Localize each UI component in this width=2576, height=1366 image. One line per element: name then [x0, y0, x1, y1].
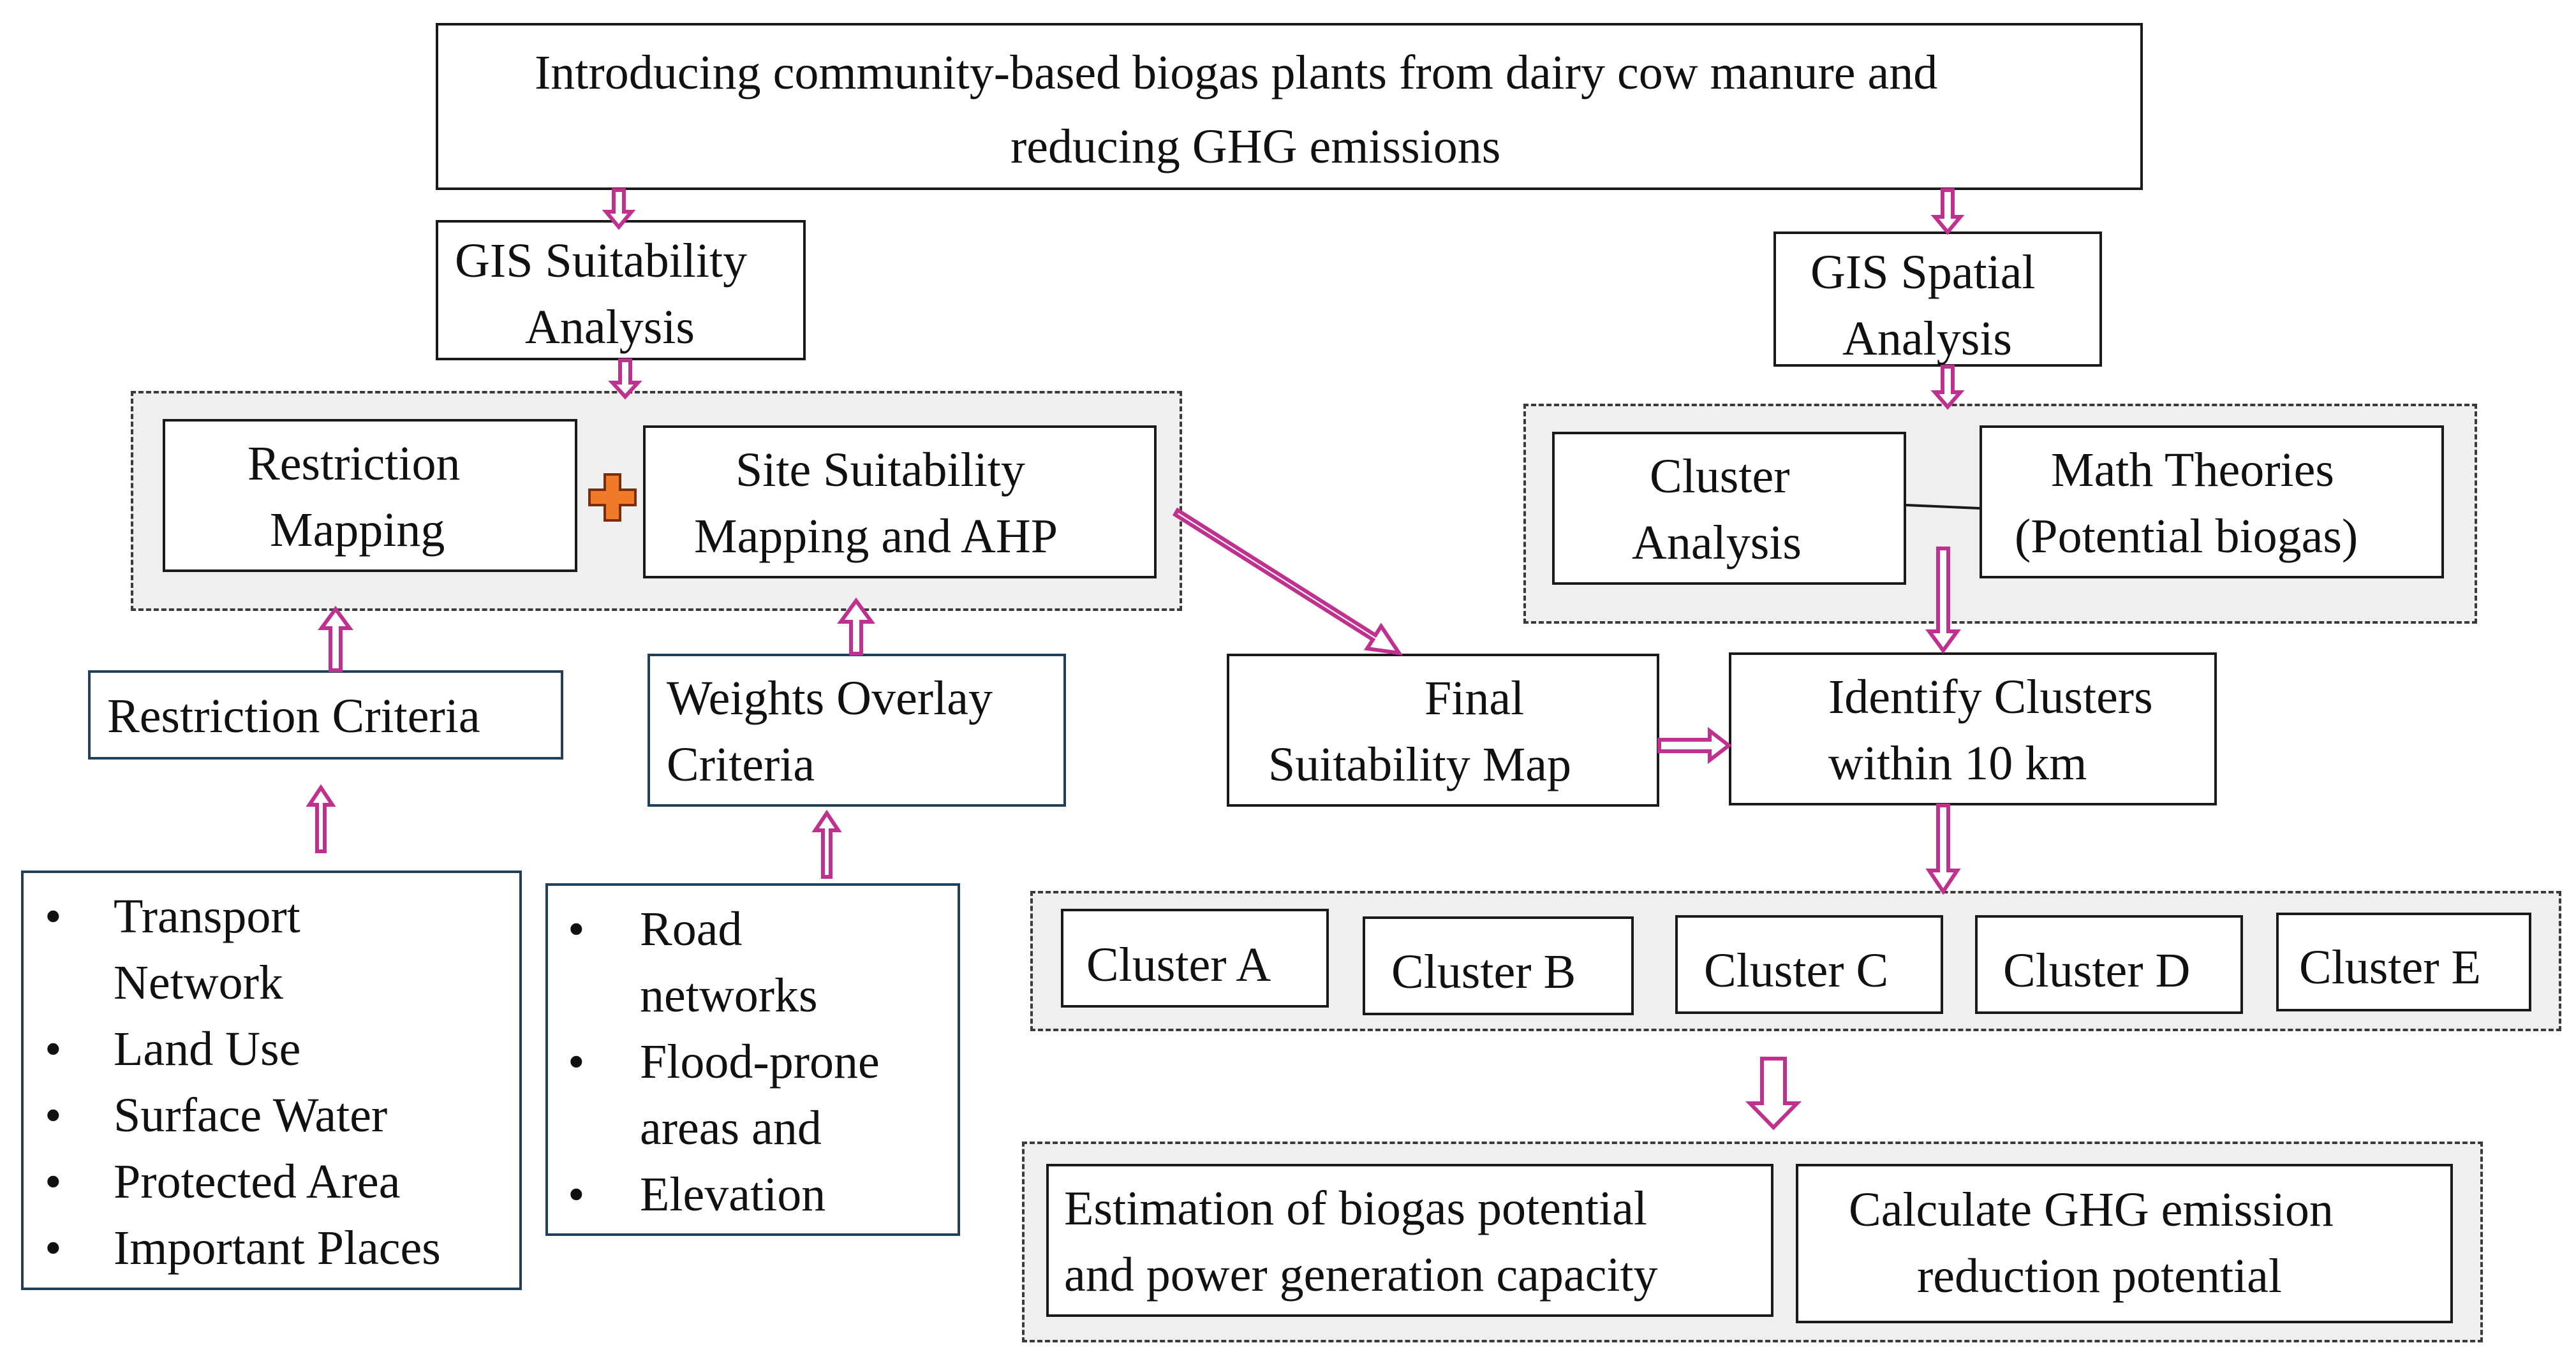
- bullet: •: [45, 1089, 62, 1142]
- arrow-title-to-suitability: [602, 188, 636, 230]
- weights-item-3: Elevation: [640, 1168, 826, 1221]
- identify-clusters-line-2: within 10 km: [1828, 737, 2087, 790]
- gis-spatial-line-2: Analysis: [1842, 312, 2012, 365]
- estimation-box: [1046, 1164, 1773, 1317]
- cluster-d-box: [1975, 915, 2243, 1014]
- site-suitability-line-2: Mapping and AHP: [694, 510, 1058, 563]
- weights-item-1b: networks: [640, 969, 818, 1022]
- title-box: [436, 23, 2143, 190]
- bullet: •: [45, 1022, 62, 1076]
- restriction-item-3: Surface Water: [114, 1089, 388, 1142]
- estimation-line-2: and power generation capacity: [1064, 1248, 1658, 1302]
- cluster-e-label: Cluster E: [2299, 941, 2481, 994]
- site-suitability-line-1: Site Suitability: [736, 443, 1025, 497]
- bullet: •: [45, 1155, 62, 1208]
- math-theories-line-1: Math Theories: [2051, 443, 2334, 497]
- estimation-line-1: Estimation of biogas potential: [1064, 1182, 1647, 1235]
- arrow-site-to-final: [1172, 507, 1403, 656]
- arrow-suitability-to-mapping: [608, 358, 642, 400]
- gis-suitability-line-1: GIS Suitability: [455, 234, 748, 288]
- final-map-line-2: Suitability Map: [1268, 738, 1571, 791]
- arrow-math-to-identify: [1925, 547, 1961, 654]
- final-map-box: [1227, 654, 1659, 807]
- cluster-e-box: [2276, 913, 2531, 1011]
- weights-item-2a: Flood-prone: [640, 1035, 880, 1089]
- bullet: •: [568, 1168, 585, 1221]
- arrow-clusters-to-results: [1745, 1057, 1802, 1131]
- weights-item-1a: Road: [640, 902, 743, 956]
- weights-overlay-line-2: Criteria: [667, 738, 815, 791]
- cluster-c-label: Cluster C: [1704, 944, 1889, 997]
- cluster-c-box: [1675, 915, 1943, 1014]
- title-line-2: reducing GHG emissions: [1010, 120, 1501, 173]
- gis-suitability-box: [436, 220, 806, 360]
- restriction-criteria-label: Restriction Criteria: [107, 689, 480, 743]
- cluster-analysis-line-1: Cluster: [1650, 450, 1790, 503]
- cluster-b-label: Cluster B: [1391, 945, 1576, 999]
- restriction-mapping-box: [163, 419, 577, 572]
- cluster-b-box: [1363, 916, 1634, 1015]
- bullet: •: [45, 1221, 62, 1275]
- plus-icon: [588, 473, 637, 522]
- ghg-line-1: Calculate GHG emission: [1849, 1183, 2334, 1237]
- math-theories-box: [1980, 425, 2444, 578]
- restriction-list-box: [21, 870, 522, 1290]
- weights-item-2b: areas and: [640, 1101, 822, 1155]
- restriction-mapping-line-1: Restriction: [248, 437, 461, 490]
- cluster-analysis-line-2: Analysis: [1632, 516, 1802, 569]
- site-suitability-box: [643, 425, 1157, 578]
- cluster-a-box: [1061, 909, 1329, 1008]
- arrow-identify-to-clusters: [1925, 804, 1961, 895]
- identify-clusters-line-1: Identify Clusters: [1828, 670, 2153, 724]
- cluster-a-label: Cluster A: [1086, 938, 1271, 992]
- arrow-weights-list-up: [811, 809, 842, 879]
- arrow-restriction-criteria-up: [318, 605, 353, 672]
- title-line-1: Introducing community-based biogas plant…: [535, 46, 1938, 99]
- restriction-criteria-box: [88, 670, 563, 760]
- arrow-weights-overlay-up: [837, 597, 875, 656]
- bullet: •: [45, 890, 62, 943]
- restriction-mapping-line-2: Mapping: [270, 503, 445, 557]
- cluster-d-label: Cluster D: [2003, 944, 2191, 997]
- restriction-item-5: Important Places: [114, 1221, 441, 1275]
- restriction-item-4: Protected Area: [114, 1155, 401, 1208]
- arrow-final-to-identify: [1657, 726, 1732, 765]
- identify-clusters-box: [1729, 652, 2217, 805]
- gis-suitability-line-2: Analysis: [525, 300, 695, 354]
- restriction-item-2: Land Use: [114, 1022, 301, 1076]
- cluster-math-connector: [1906, 504, 1980, 510]
- weights-list-box: [545, 883, 960, 1236]
- final-map-line-1: Final: [1425, 672, 1525, 725]
- bullet: •: [568, 1035, 585, 1089]
- cluster-analysis-box: [1552, 432, 1906, 585]
- gis-spatial-box: [1773, 231, 2102, 367]
- arrow-restriction-list-up: [306, 784, 336, 853]
- weights-overlay-box: [648, 654, 1066, 807]
- ghg-line-2: reduction potential: [1917, 1249, 2282, 1303]
- bullet: •: [568, 902, 585, 956]
- ghg-box: [1796, 1164, 2453, 1323]
- math-theories-line-2: (Potential biogas): [2015, 510, 2358, 563]
- restriction-item-1b: Network: [114, 956, 283, 1010]
- weights-overlay-line-1: Weights Overlay: [667, 672, 993, 725]
- restriction-item-1a: Transport: [114, 890, 300, 943]
- arrow-title-to-spatial: [1930, 188, 1965, 235]
- gis-spatial-line-1: GIS Spatial: [1810, 246, 2036, 299]
- arrow-spatial-to-clusters: [1930, 365, 1965, 410]
